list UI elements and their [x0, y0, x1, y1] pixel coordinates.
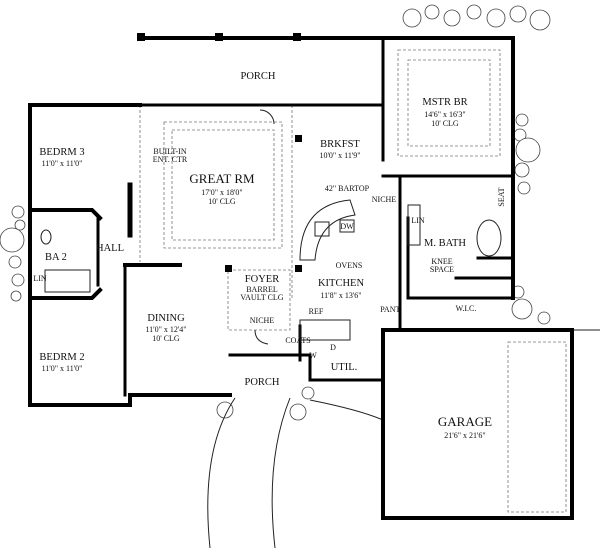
walkways	[207, 329, 600, 548]
foyer-note-1: BARREL	[246, 285, 278, 294]
wic-label: W.I.C.	[456, 304, 477, 313]
dining-size: 11'0" x 12'4"	[145, 325, 186, 334]
garage-size: 21'6" x 21'6"	[444, 431, 485, 440]
bedrm3-name: BEDRM 3	[39, 147, 84, 158]
dw-label: DW	[340, 222, 354, 231]
built-in-label-2: ENT. CTR	[153, 155, 188, 164]
bedrm3-size: 11'0" x 11'0"	[42, 159, 83, 168]
bartop-label: 42" BARTOP	[325, 184, 370, 193]
master-br-ceiling: 10' CLG	[431, 119, 459, 128]
dryer-label: D	[330, 343, 336, 352]
pant-label: PANT.	[380, 305, 402, 314]
porch-bottom-label: PORCH	[244, 377, 279, 388]
kitchen-size: 11'8" x 13'6"	[320, 291, 361, 300]
brkfst-name: BRKFST	[320, 139, 360, 150]
garage-name: GARAGE	[438, 414, 492, 429]
great-rm-size: 17'0" x 18'0"	[201, 188, 242, 197]
fixtures	[40, 109, 502, 345]
ovens-label: OVENS	[336, 261, 363, 270]
ba2-name: BA 2	[45, 252, 67, 263]
seat-label: SEAT	[497, 187, 506, 206]
landscaping-trees	[0, 4, 551, 421]
washer-label: W	[309, 351, 317, 360]
brkfst-size: 10'0" x 11'9"	[319, 151, 360, 160]
ref-label: REF	[309, 307, 324, 316]
great-rm-ceiling: 10' CLG	[208, 197, 236, 206]
walls	[28, 33, 574, 520]
knee-space-label-1: KNEE	[431, 257, 452, 266]
knee-space-label-2: SPACE	[430, 265, 454, 274]
util-name: UTIL.	[331, 362, 358, 373]
m-bath-name: M. BATH	[424, 238, 466, 249]
dining-name: DINING	[147, 313, 185, 324]
room-labels: PORCH MSTR BR 14'6" x 16'3" 10' CLG BEDR…	[33, 71, 506, 440]
bedrm2-name: BEDRM 2	[39, 352, 84, 363]
bedrm2-size: 11'0" x 11'0"	[42, 364, 83, 373]
foyer-note-2: VAULT CLG	[240, 293, 283, 302]
niche-kitchen-label: NICHE	[372, 195, 397, 204]
coats-label: COATS	[285, 336, 310, 345]
porch-top-label: PORCH	[240, 71, 275, 82]
kitchen-name: KITCHEN	[318, 278, 364, 289]
ceiling-outlines	[139, 49, 501, 331]
master-br-size: 14'6" x 16'3"	[424, 110, 465, 119]
lin-ba2-label: LIN	[33, 274, 47, 283]
niche-foyer-label: NICHE	[250, 316, 275, 325]
built-in-label-1: BUILT-IN	[153, 147, 186, 156]
hall-name: HALL	[96, 243, 124, 254]
lin-master-label: LIN	[411, 216, 425, 225]
dining-ceiling: 10' CLG	[152, 334, 180, 343]
great-rm-name: GREAT RM	[189, 171, 255, 186]
foyer-name: FOYER	[245, 274, 279, 285]
master-br-name: MSTR BR	[422, 97, 467, 108]
